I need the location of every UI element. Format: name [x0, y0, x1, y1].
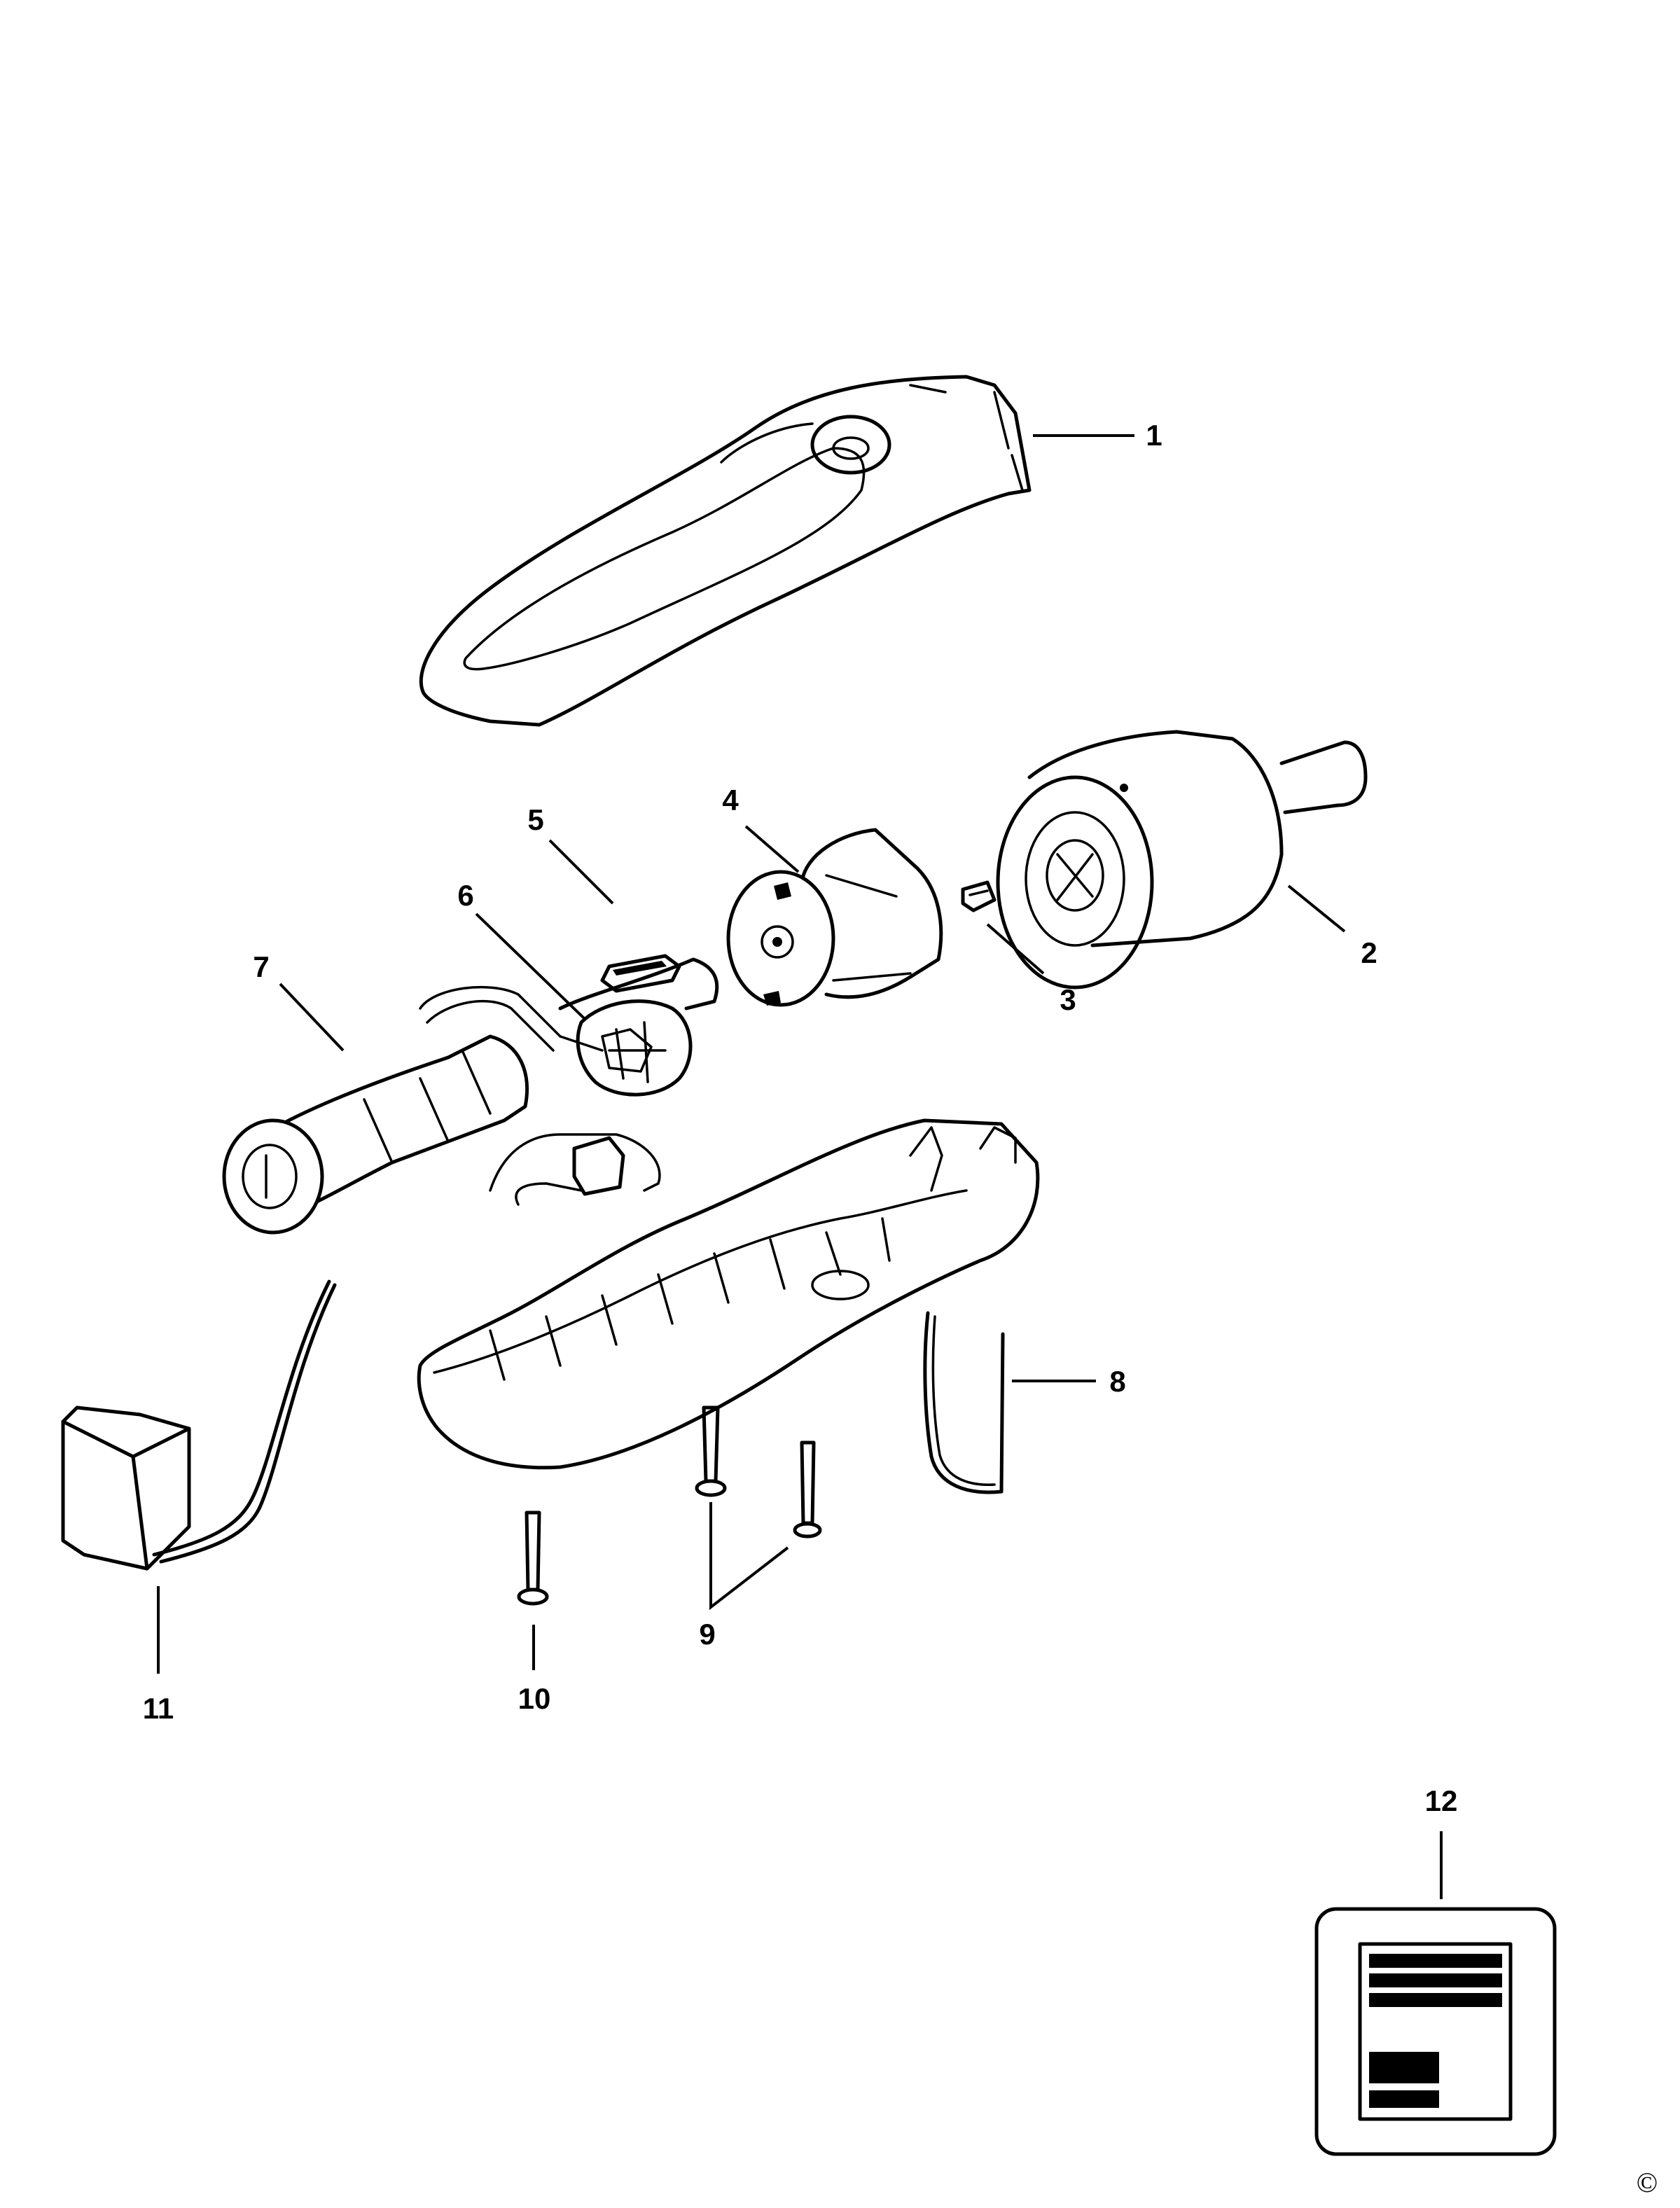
leader-2 [1287, 884, 1346, 933]
leader-6 [475, 912, 586, 1020]
lower-housing [417, 1118, 1040, 1470]
callout-8: 8 [1109, 1365, 1125, 1398]
callout-3: 3 [1060, 983, 1076, 1016]
leader-lines [157, 434, 1443, 1899]
leader-5 [548, 839, 614, 905]
leader-7 [279, 983, 345, 1052]
part-11-charger [61, 1279, 337, 1571]
part-6-switch-contacts [576, 999, 693, 1097]
part-7-battery-pack [222, 985, 661, 1235]
callout-5: 5 [527, 803, 543, 836]
leader-4 [744, 825, 800, 873]
callout-11: 11 [143, 1692, 174, 1725]
copyright-mark: © [1637, 2167, 1658, 2198]
part-3-coupler [961, 880, 997, 912]
callout-7: 7 [253, 950, 269, 983]
callout-9: 9 [699, 1618, 715, 1651]
callout-4: 4 [722, 784, 739, 817]
callout-labels: 1 2 3 4 5 6 7 8 9 10 11 12 [143, 419, 1458, 1817]
part-4-motor [726, 828, 943, 1007]
part-1-upper-housing [419, 375, 1032, 727]
part-8-clip [923, 1311, 1005, 1494]
part-10-screw [517, 1511, 549, 1606]
part-9-screws [695, 1405, 822, 1539]
callout-10: 10 [518, 1682, 551, 1715]
part-5-switch [558, 954, 719, 1011]
leader-9 [709, 1502, 789, 1611]
callout-12: 12 [1425, 1784, 1458, 1817]
callout-2: 2 [1361, 936, 1377, 969]
part-2-chuck-assembly [996, 730, 1368, 990]
callout-6: 6 [457, 879, 473, 912]
part-12-label [1314, 1907, 1557, 2156]
callout-1: 1 [1146, 419, 1162, 452]
leader-3 [986, 923, 1045, 975]
